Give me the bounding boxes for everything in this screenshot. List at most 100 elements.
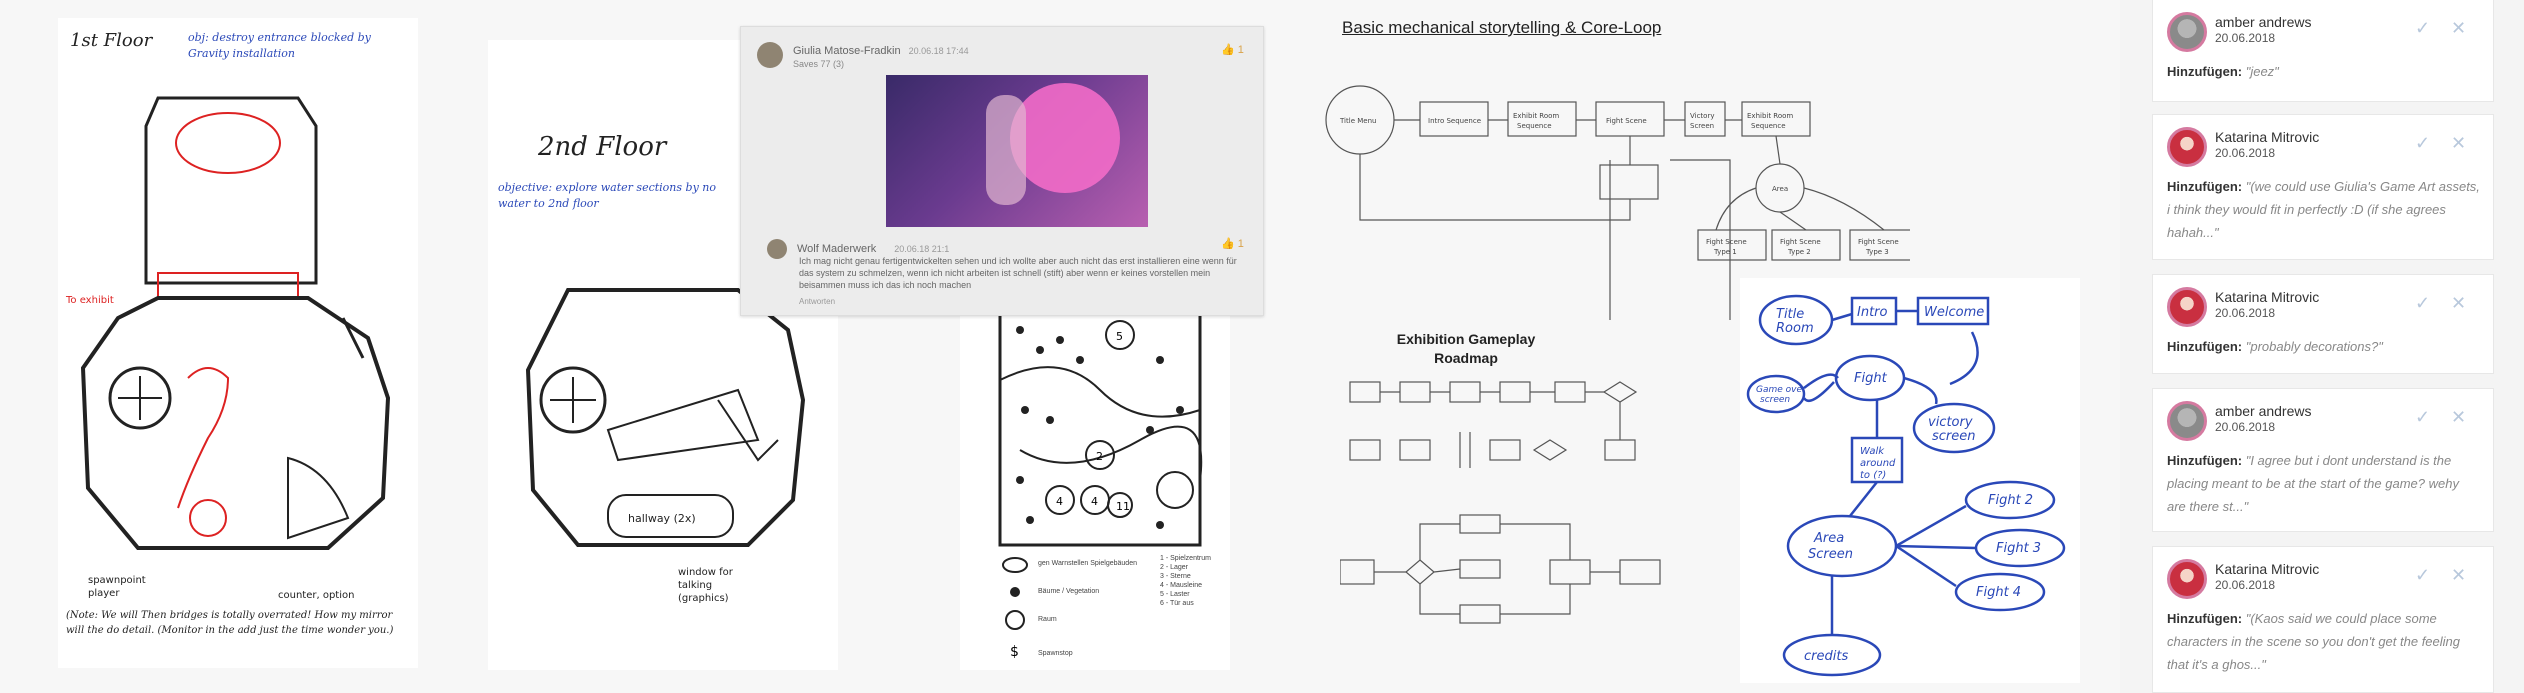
svg-text:Screen: Screen [1808,547,1853,562]
roadmap-title: Exhibition Gameplay Roadmap [1396,331,1536,366]
comment-body: Hinzufügen: "(Kaos said we could place s… [2167,607,2481,676]
svg-text:player: player [88,588,120,599]
comment-author[interactable]: Katarina Mitrovic [2215,561,2320,577]
svg-text:Fight Scene: Fight Scene [1706,238,1747,246]
svg-text:Type 3: Type 3 [1865,248,1889,256]
svg-text:Fight Scene: Fight Scene [1858,238,1899,246]
avatar[interactable] [2167,127,2207,167]
comment-text: "jeez" [2245,64,2279,79]
chat-like-count: 1 [1237,44,1244,56]
svg-text:Fight Scene: Fight Scene [1606,117,1647,125]
floor2-sketch[interactable]: 2nd Floor objective: explore water secti… [488,40,838,670]
svg-text:Walk: Walk [1860,446,1885,457]
comment-label: Hinzufügen: [2167,64,2243,79]
avatar[interactable] [757,42,783,68]
close-icon[interactable]: ✕ [2451,293,2467,313]
svg-text:$: $ [1010,644,1019,660]
comment-date: 20.06.2018 [2215,146,2276,160]
map-legend-item-4: Spawnstop [1038,650,1073,657]
comments-sidebar[interactable]: amber andrews 20.06.2018 ✓ ✕ Hinzufügen:… [2120,0,2524,693]
comment-author[interactable]: amber andrews [2215,14,2312,30]
svg-text:Room: Room [1776,321,1814,336]
svg-text:11: 11 [1116,500,1130,513]
comment-label: Hinzufügen: [2167,453,2243,468]
svg-text:screen: screen [1760,395,1790,405]
map-legend-item-3: Raum [1038,616,1057,623]
comment-label: Hinzufügen: [2167,339,2243,354]
close-icon[interactable]: ✕ [2451,133,2467,153]
check-icon[interactable]: ✓ [2415,133,2431,153]
comment-author[interactable]: amber andrews [2215,403,2312,419]
chat-author[interactable]: Giulia Matose-Fradkin [793,45,901,57]
comment-body: Hinzufügen: "probably decorations?" [2167,335,2481,358]
check-icon[interactable]: ✓ [2415,565,2431,585]
svg-text:Intro Sequence: Intro Sequence [1428,117,1481,125]
chat-reply-text: Ich mag nicht genau fertigentwickelten s… [799,256,1237,290]
svg-text:(graphics): (graphics) [678,593,729,604]
avatar[interactable] [767,239,787,259]
svg-text:victory: victory [1928,415,1973,430]
chat-reply-link[interactable]: Antworten [799,297,836,306]
canvas-board[interactable]: 1st Floor obj: destroy entrance blocked … [0,0,2120,693]
svg-text:4: 4 [1091,495,1098,508]
close-icon[interactable]: ✕ [2451,407,2467,427]
park-map[interactable]: 5 2 4 4 11 $ gen Warnstellen Spielgebäud… [960,300,1230,670]
check-icon[interactable]: ✓ [2415,18,2431,38]
comment-date: 20.06.2018 [2215,306,2276,320]
svg-text:Title Menu: Title Menu [1339,117,1376,125]
comment-text: "(Kaos said we could place some characte… [2167,611,2461,672]
avatar[interactable] [2167,559,2207,599]
chat-like-button-2[interactable]: 👍 1 [1221,238,1244,250]
svg-text:counter, option: counter, option [278,590,354,601]
svg-text:4: 4 [1056,495,1063,508]
floor1-label-blocked: To exhibit [65,295,114,306]
comment-text: "(we could use Giulia's Game Art assets,… [2167,179,2480,240]
floor1-title: 1st Floor [70,30,153,51]
svg-text:Fight 3: Fight 3 [1996,541,2041,556]
close-icon[interactable]: ✕ [2451,18,2467,38]
chat-reply-author[interactable]: Wolf Maderwerk [797,243,877,255]
avatar[interactable] [2167,401,2207,441]
svg-text:Fight 2: Fight 2 [1988,493,2033,508]
svg-text:Victory: Victory [1690,112,1714,120]
svg-text:Welcome: Welcome [1924,305,1984,320]
map-legend-notes: 1 - Spielzentrum 2 - Lager 3 - Sterne 4 … [1160,555,1211,607]
svg-text:5: 5 [1116,330,1123,343]
svg-text:Fight 4: Fight 4 [1976,585,2021,600]
svg-text:Area: Area [1772,185,1788,193]
avatar[interactable] [2167,287,2207,327]
svg-text:talking: talking [678,580,712,591]
check-icon[interactable]: ✓ [2415,293,2431,313]
comment-card[interactable]: Katarina Mitrovic 20.06.2018 ✓ ✕ Hinzufü… [2152,114,2494,260]
svg-text:Exhibit Room: Exhibit Room [1747,112,1793,120]
comment-card[interactable]: Katarina Mitrovic 20.06.2018 ✓ ✕ Hinzufü… [2152,546,2494,693]
floor1-sketch[interactable]: 1st Floor obj: destroy entrance blocked … [58,18,418,668]
avatar[interactable] [2167,12,2207,52]
comment-author[interactable]: Katarina Mitrovic [2215,289,2320,305]
comment-author[interactable]: Katarina Mitrovic [2215,129,2320,145]
map-legend-item-2: Bäume / Vegetation [1038,588,1100,595]
park-map-drawing: 5 2 4 4 11 $ [998,308,1203,660]
flowchart-title: Basic mechanical storytelling & Core-Loo… [1342,18,1662,37]
floor2-note: objective: explore water sections by no … [498,181,716,210]
close-icon[interactable]: ✕ [2451,565,2467,585]
chat-image[interactable] [886,75,1148,227]
floor2-title: 2nd Floor [538,132,667,162]
comment-body: Hinzufügen: "(we could use Giulia's Game… [2167,175,2481,244]
comment-card[interactable]: Katarina Mitrovic 20.06.2018 ✓ ✕ Hinzufü… [2152,274,2494,374]
chat-like-button[interactable]: 👍 1 [1221,44,1244,56]
comment-card[interactable]: amber andrews 20.06.2018 ✓ ✕ Hinzufügen:… [2152,388,2494,532]
comment-card[interactable]: amber andrews 20.06.2018 ✓ ✕ Hinzufügen:… [2152,0,2494,102]
svg-text:Fight: Fight [1854,371,1888,386]
flowchart-diagram: Title Menu Intro Sequence Exhibit RoomSe… [1325,85,1910,320]
check-icon[interactable]: ✓ [2415,407,2431,427]
svg-text:2: 2 [1096,450,1103,463]
roadmap-diagram [1340,381,1661,624]
comment-body: Hinzufügen: "jeez" [2167,60,2481,83]
svg-text:Title: Title [1776,307,1804,322]
svg-text:Intro: Intro [1857,305,1888,320]
floor1-note: obj: destroy entrance blocked by Gravity… [188,31,371,60]
